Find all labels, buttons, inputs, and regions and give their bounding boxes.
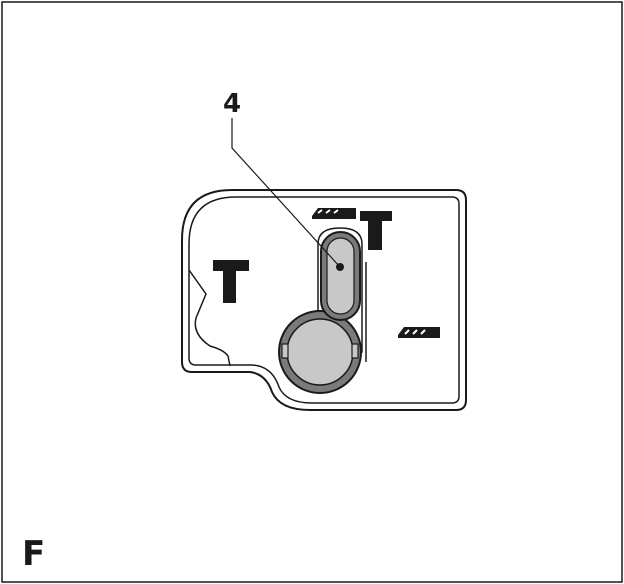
chisel-symbol <box>398 327 440 338</box>
callout-number: 4 <box>223 89 241 119</box>
switch-housing-inner <box>188 196 460 404</box>
housing-notch <box>188 269 231 367</box>
hammer-drill-symbol <box>312 208 356 219</box>
callout-leader-line <box>231 118 341 268</box>
drill-bit-symbol-left <box>213 260 249 303</box>
mode-selector-slider[interactable] <box>320 231 361 321</box>
drill-bit-symbol-top <box>360 211 392 250</box>
panel-letter: F <box>22 534 45 574</box>
rotary-knob[interactable] <box>278 310 362 394</box>
